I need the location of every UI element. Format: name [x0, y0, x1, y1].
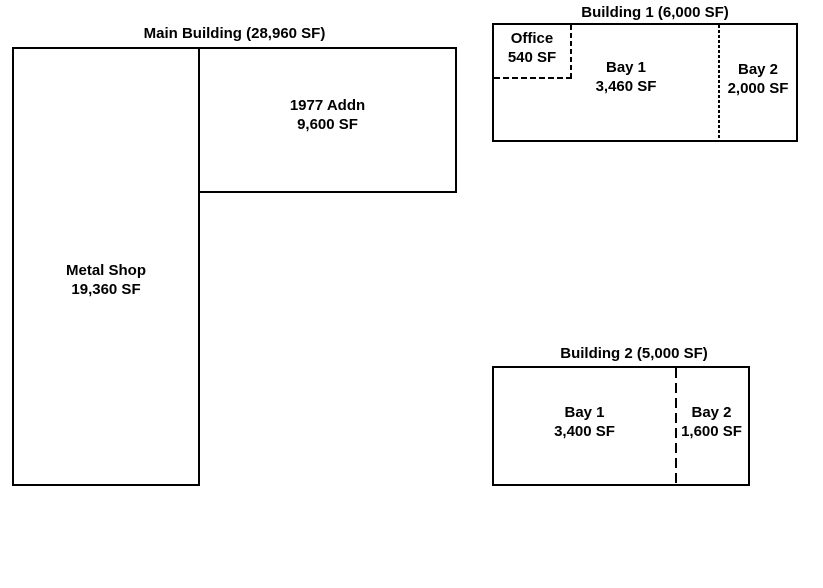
section-area: 3,400 SF — [554, 423, 615, 440]
section-area: 19,360 SF — [71, 281, 141, 298]
building1-office-label: Office 540 SF — [494, 29, 570, 67]
building2-title: Building 2 (5,000 SF) — [560, 345, 708, 362]
building1-bay1-label: Bay 1 3,460 SF — [556, 58, 696, 96]
section-name: Metal Shop — [65, 262, 146, 279]
building1-title: Building 1 (6,000 SF) — [581, 4, 729, 21]
building1-outline: Office 540 SF Bay 1 3,460 SF Bay 2 2,000… — [492, 23, 798, 142]
building1-bay-divider — [718, 25, 720, 140]
section-name: Bay 2 — [691, 404, 732, 421]
building1-bay2-label: Bay 2 2,000 SF — [720, 60, 796, 98]
section-name: 1977 Addn — [289, 97, 366, 114]
office-partition-bottom — [494, 77, 572, 79]
section-area: 9,600 SF — [297, 116, 358, 133]
section-name: Bay 1 — [605, 59, 647, 76]
section-area: 3,460 SF — [595, 78, 657, 95]
addn-1977-outline: 1977 Addn 9,600 SF — [198, 47, 457, 193]
main-building-title: Main Building (28,960 SF) — [143, 25, 326, 42]
section-area: 540 SF — [507, 49, 557, 66]
building2-bay1-label: Bay 1 3,400 SF — [494, 403, 675, 441]
section-name: Office — [510, 30, 554, 47]
section-name: Bay 1 — [564, 404, 605, 421]
addn-1977-label: 1977 Addn 9,600 SF — [200, 96, 455, 134]
metal-shop-outline: Metal Shop 19,360 SF — [12, 47, 200, 486]
section-area: 2,000 SF — [727, 80, 789, 97]
building2-bay-divider — [675, 368, 677, 484]
section-area: 1,600 SF — [681, 423, 742, 440]
office-partition-right — [570, 25, 572, 79]
building2-bay2-label: Bay 2 1,600 SF — [675, 403, 748, 441]
building2-outline: Bay 1 3,400 SF Bay 2 1,600 SF — [492, 366, 750, 486]
section-name: Bay 2 — [737, 61, 779, 78]
metal-shop-label: Metal Shop 19,360 SF — [14, 261, 198, 299]
